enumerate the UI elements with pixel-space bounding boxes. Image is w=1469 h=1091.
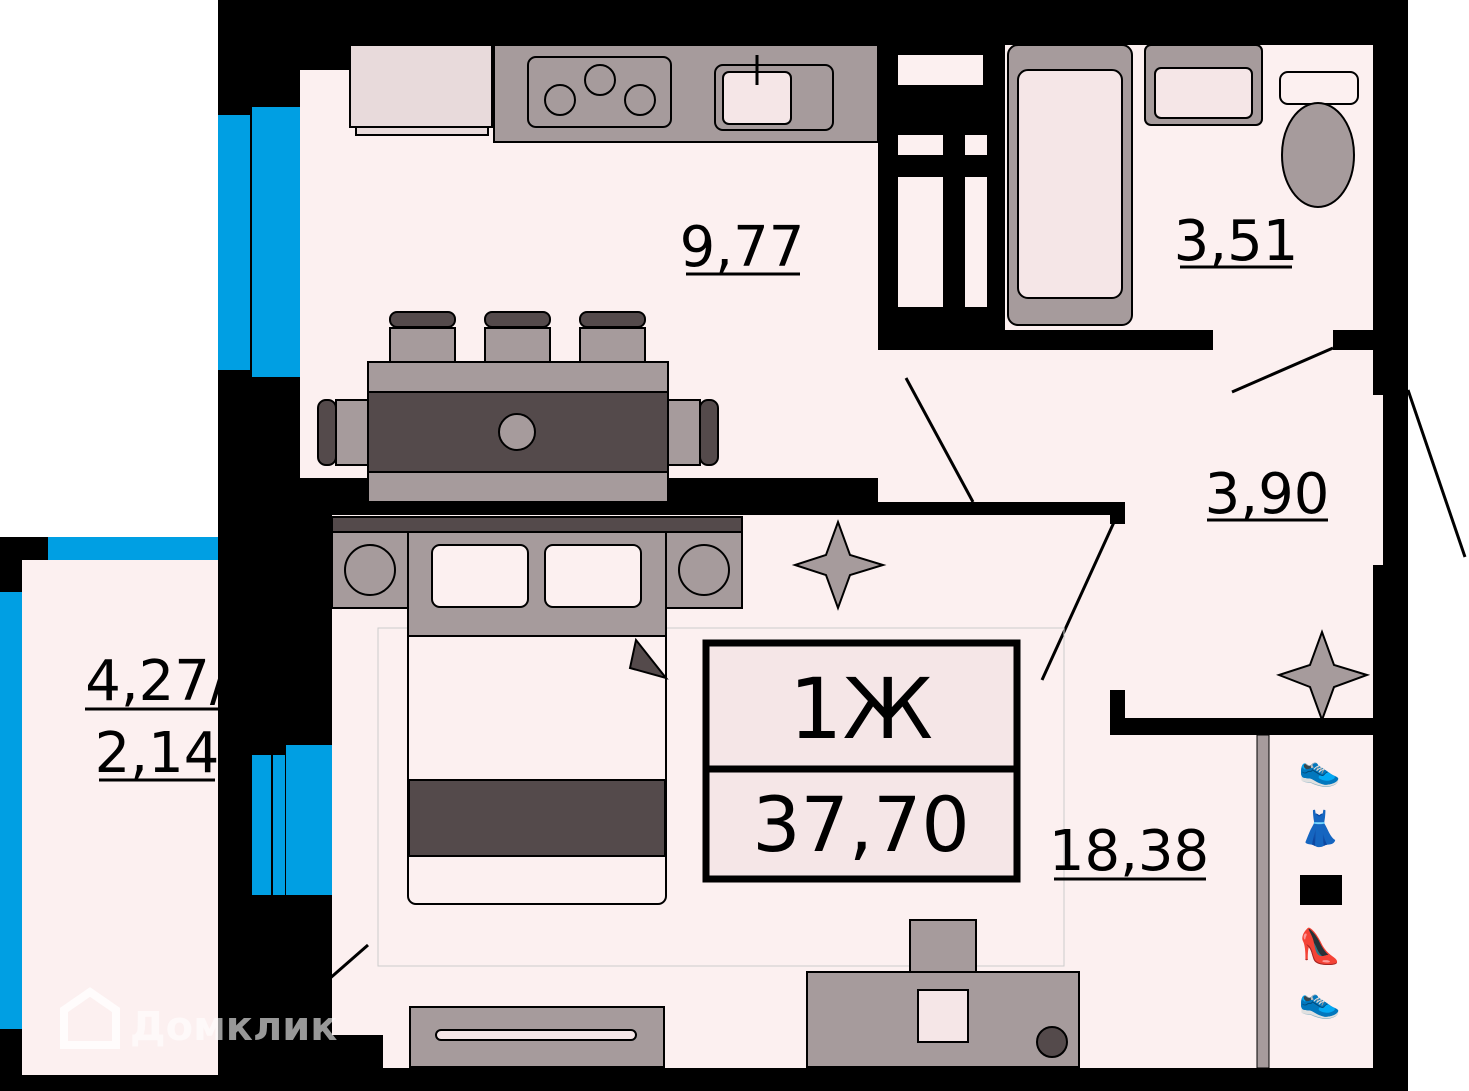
kitchen-counter (349, 44, 879, 143)
stove-icon (527, 56, 672, 128)
door-swings (279, 346, 1467, 1024)
living-room-area: 18,38 (1049, 819, 1209, 884)
hallway-area: 3,90 (1205, 462, 1330, 527)
sneaker-icon: 👟 (1299, 749, 1341, 789)
sneaker-icon: 👟 (1299, 981, 1341, 1021)
heel-icon: 👠 (1299, 926, 1341, 967)
dress-icon: 👗 (1299, 809, 1341, 849)
total-area: 37,70 (752, 780, 970, 869)
bathroom-area: 3,51 (1174, 209, 1299, 274)
vent-shaft (898, 55, 987, 307)
windows (0, 107, 332, 1029)
bed (331, 516, 1065, 967)
toilet-icon (1281, 102, 1355, 208)
kitchen-area: 9,77 (680, 215, 805, 280)
bathroom-fixtures (1007, 44, 1359, 326)
dining-table (317, 311, 719, 503)
balcony-area-line1: 4,27/ (85, 649, 229, 714)
desk (806, 919, 1080, 1068)
domclick-watermark: Домклик (60, 987, 337, 1050)
apartment-type: 1Ж (789, 660, 933, 758)
watermark-text: Домклик (130, 1004, 337, 1050)
balcony-area-line2: 2,14 (95, 721, 220, 786)
house-logo-icon (60, 987, 120, 1049)
tv-stand (409, 1006, 665, 1068)
suitcase-icon (1300, 875, 1342, 905)
window-lines (250, 115, 273, 895)
wardrobe: 👟 👗 👠 👟 (1256, 734, 1342, 1069)
plant-icon (791, 519, 1371, 723)
apartment-summary-box: 1Ж 37,70 (702, 639, 1021, 883)
